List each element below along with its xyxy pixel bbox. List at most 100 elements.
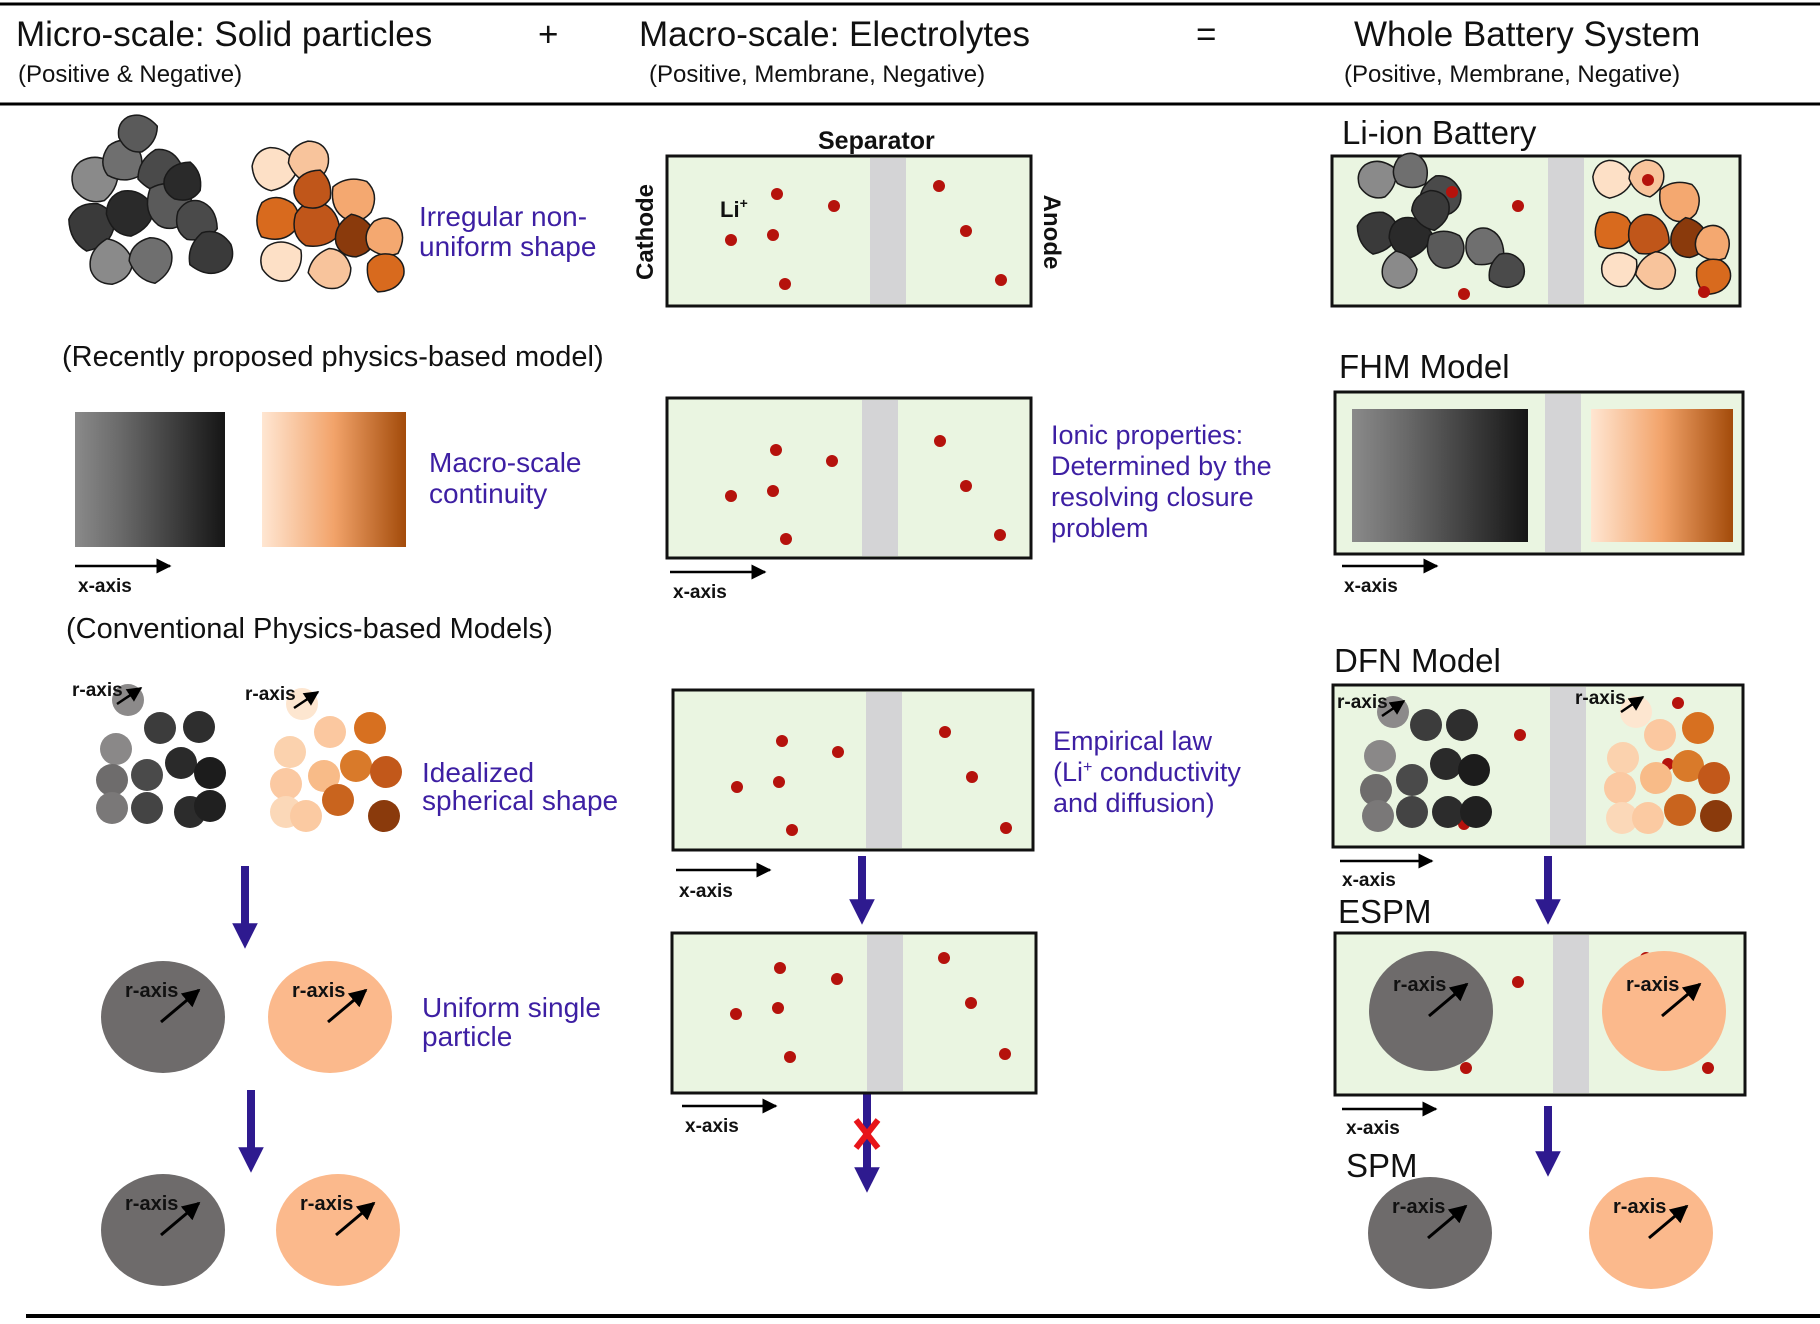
ionic-label-line2: Determined by the — [1051, 451, 1272, 481]
spherical-gray-particle — [96, 792, 128, 824]
li-ion-dot — [1514, 729, 1526, 741]
r-axis-arrow — [1427, 1204, 1468, 1240]
orange-continuum-block — [262, 412, 406, 547]
x-axis-label-2: x-axis — [673, 582, 727, 603]
espm-title: ESPM — [1338, 893, 1432, 930]
r-axis-label: r-axis — [1626, 974, 1679, 996]
irregular-gray-particle-cluster — [68, 114, 234, 285]
battery-orange-particle — [1627, 213, 1670, 255]
battery-irregular-gray-particles — [1356, 152, 1526, 289]
invalid-x-mark — [853, 1118, 881, 1150]
empirical-label-line3: and diffusion) — [1053, 788, 1215, 818]
dfn-orange-particle — [1700, 800, 1732, 832]
irregular-label-line1: Irregular non- — [419, 201, 587, 232]
dfn-orange-particle — [1606, 802, 1638, 834]
single-gray-particle-spm: r-axis — [101, 1174, 225, 1286]
li-ion-dot — [773, 776, 785, 788]
r-axis-arrow — [1661, 982, 1702, 1018]
li-ion-dot — [965, 997, 977, 1009]
r-axis-label: r-axis — [125, 980, 178, 1002]
li-ion-dot — [1698, 286, 1710, 298]
li-ion-dot — [731, 781, 743, 793]
separator-membrane-3 — [866, 692, 902, 848]
dfn-gray-particle — [1396, 764, 1428, 796]
single-particle-body — [1369, 951, 1493, 1071]
r-axis-arrow-dfn-orange — [293, 690, 320, 710]
irregular-orange-particle — [307, 247, 352, 290]
battery-orange-particle — [1695, 258, 1732, 296]
li-ion-dot — [933, 180, 945, 192]
r-axis-arrow-dfn-battery-orange — [1620, 695, 1645, 714]
dfn-model-title: DFN Model — [1334, 642, 1501, 679]
li-ion-dot — [1512, 200, 1524, 212]
li-ion-dot — [995, 274, 1007, 286]
single-orange-particle-espm: r-axis — [268, 961, 392, 1073]
battery-gray-particle — [1411, 189, 1450, 232]
r-axis-label-dfn-orange: r-axis — [245, 684, 296, 705]
li-ion-dot — [1446, 186, 1458, 198]
electrolyte-box-3 — [671, 688, 1035, 852]
fhm-model-title: FHM Model — [1339, 348, 1510, 385]
single-particle-body — [268, 961, 392, 1073]
dfn-gray-particles — [1360, 696, 1492, 832]
ionic-label-line3: resolving closure — [1051, 482, 1254, 512]
battery-gray-particle — [1392, 152, 1428, 189]
li-ion-separator — [1548, 158, 1584, 304]
x-axis-label-3: x-axis — [679, 881, 733, 902]
separator-membrane-2 — [862, 400, 898, 556]
spherical-gray-particle — [131, 759, 163, 791]
li-ion-dot — [1000, 822, 1012, 834]
battery-ions — [1446, 174, 1710, 300]
r-axis-arrow — [1428, 982, 1469, 1018]
col1-subtitle: (Positive & Negative) — [18, 61, 242, 88]
dfn-separator — [1550, 687, 1586, 845]
conventional-heading: (Conventional Physics-based Models) — [66, 613, 553, 645]
spherical-gray-particle — [165, 747, 197, 779]
col2-title: Macro-scale: Electrolytes — [639, 15, 1030, 54]
li-ion-dot — [831, 973, 843, 985]
li-ion-dot — [725, 234, 737, 246]
spherical-orange-particle — [354, 712, 386, 744]
li-ion-dot — [779, 278, 791, 290]
macro-label-line1: Macro-scale — [429, 447, 581, 478]
li-ion-dot — [767, 229, 779, 241]
r-axis-label: r-axis — [1393, 974, 1446, 996]
spm-title: SPM — [1346, 1147, 1418, 1184]
spherical-orange-particle — [370, 756, 402, 788]
r-axis-arrow-dfn-gray — [116, 686, 143, 706]
recent-model-heading: (Recently proposed physics-based model) — [62, 341, 604, 373]
idealized-label-line1: Idealized — [422, 757, 534, 788]
dfn-orange-particle — [1682, 712, 1714, 744]
single-particle-body — [1368, 1177, 1492, 1289]
li-ion-dot — [960, 225, 972, 237]
x-axis-label-espm: x-axis — [1346, 1118, 1400, 1139]
spherical-gray-particle — [194, 757, 226, 789]
espm-separator — [1553, 935, 1589, 1093]
irregular-gray-particle — [175, 199, 218, 241]
x-axis-label-dfn: x-axis — [1342, 870, 1396, 891]
spherical-orange-particle — [308, 760, 340, 792]
li-ion-dot — [828, 200, 840, 212]
r-axis-arrow — [160, 988, 201, 1024]
uniform-label-line2: particle — [422, 1021, 512, 1052]
battery-orange-particle — [1600, 251, 1638, 288]
li-ion-dot — [826, 455, 838, 467]
spm-gray-particle: r-axis — [1368, 1177, 1492, 1289]
single-particle-body — [1602, 951, 1726, 1071]
spherical-gray-particle — [100, 733, 132, 765]
irregular-orange-particle — [366, 253, 405, 293]
li-ion-dot — [960, 480, 972, 492]
single-particle-body — [276, 1174, 400, 1286]
battery-orange-particle — [1634, 251, 1677, 290]
col3-title: Whole Battery System — [1354, 15, 1700, 54]
macro-label-line2: continuity — [429, 478, 547, 509]
irregular-gray-particle — [117, 114, 159, 153]
uniform-label-line1: Uniform single — [422, 992, 601, 1023]
empirical-label-line2: (Li+ conductivity — [1053, 757, 1241, 787]
li-ion-dot — [1702, 1062, 1714, 1074]
r-axis-arrow — [335, 1201, 376, 1237]
battery-gray-particle — [1357, 160, 1397, 199]
irregular-orange-particle-cluster — [251, 140, 405, 293]
x-axis-label-fhm: x-axis — [1344, 576, 1398, 597]
